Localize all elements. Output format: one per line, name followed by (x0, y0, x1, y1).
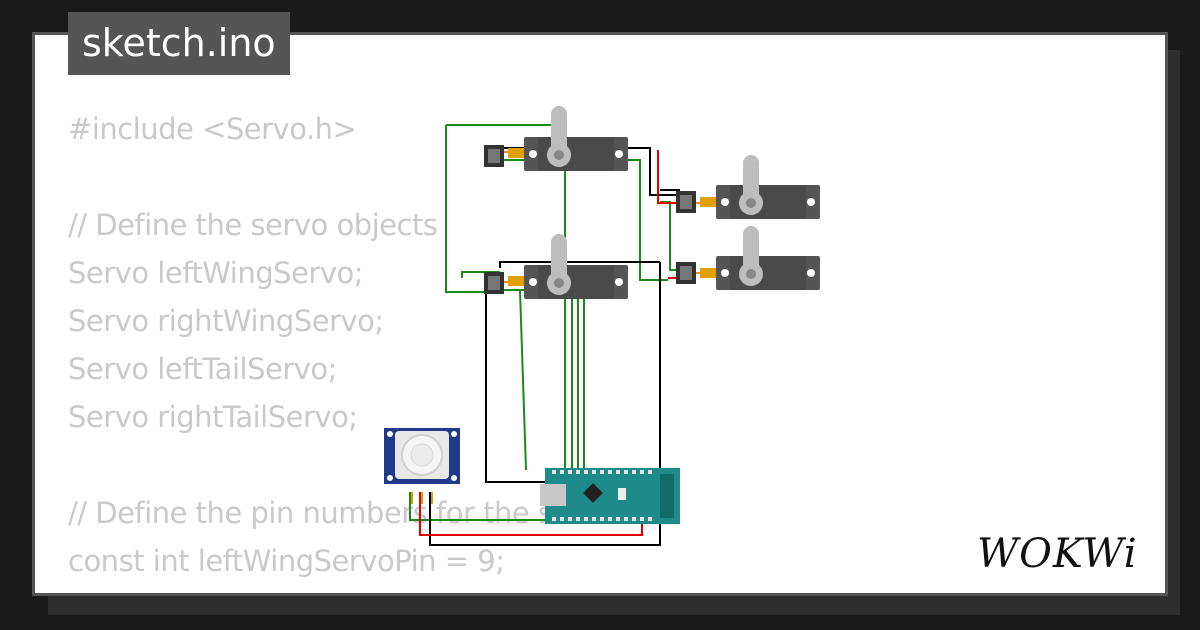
servo-top[interactable] (484, 106, 628, 171)
code-line: const int leftWingServoPin = 9; (68, 544, 505, 578)
code-line: const int rightWingServoPin = 10; (68, 585, 630, 593)
servo-mid[interactable] (484, 234, 628, 299)
servo-right-bottom[interactable] (676, 226, 820, 290)
wire-green (445, 125, 500, 293)
wokwi-logo: WOKWi (977, 531, 1138, 577)
wire-red (657, 150, 682, 204)
code-line: #include <Servo.h> (68, 112, 357, 146)
code-preview: #include <Servo.h> // Define the servo o… (68, 105, 630, 593)
code-line: Servo rightWingServo; (68, 304, 384, 338)
code-line: // Define the servo objects (68, 208, 438, 242)
wire-black (485, 290, 545, 483)
code-line: Servo rightTailServo; (68, 400, 358, 434)
wire-black (429, 262, 661, 546)
wire-black (499, 261, 660, 268)
servo-right-top[interactable] (676, 155, 820, 219)
brand-name: WOKWi (977, 531, 1138, 577)
wire-green (500, 289, 527, 471)
file-tab[interactable]: sketch.ino (68, 12, 290, 75)
preview-card: #include <Servo.h> // Define the servo o… (32, 32, 1168, 596)
pir-sensor[interactable] (384, 428, 460, 504)
code-line: Servo leftTailServo; (68, 352, 337, 386)
arduino-nano-board[interactable] (540, 468, 680, 524)
code-line: Servo leftWingServo; (68, 256, 363, 290)
wire-green (409, 480, 545, 521)
